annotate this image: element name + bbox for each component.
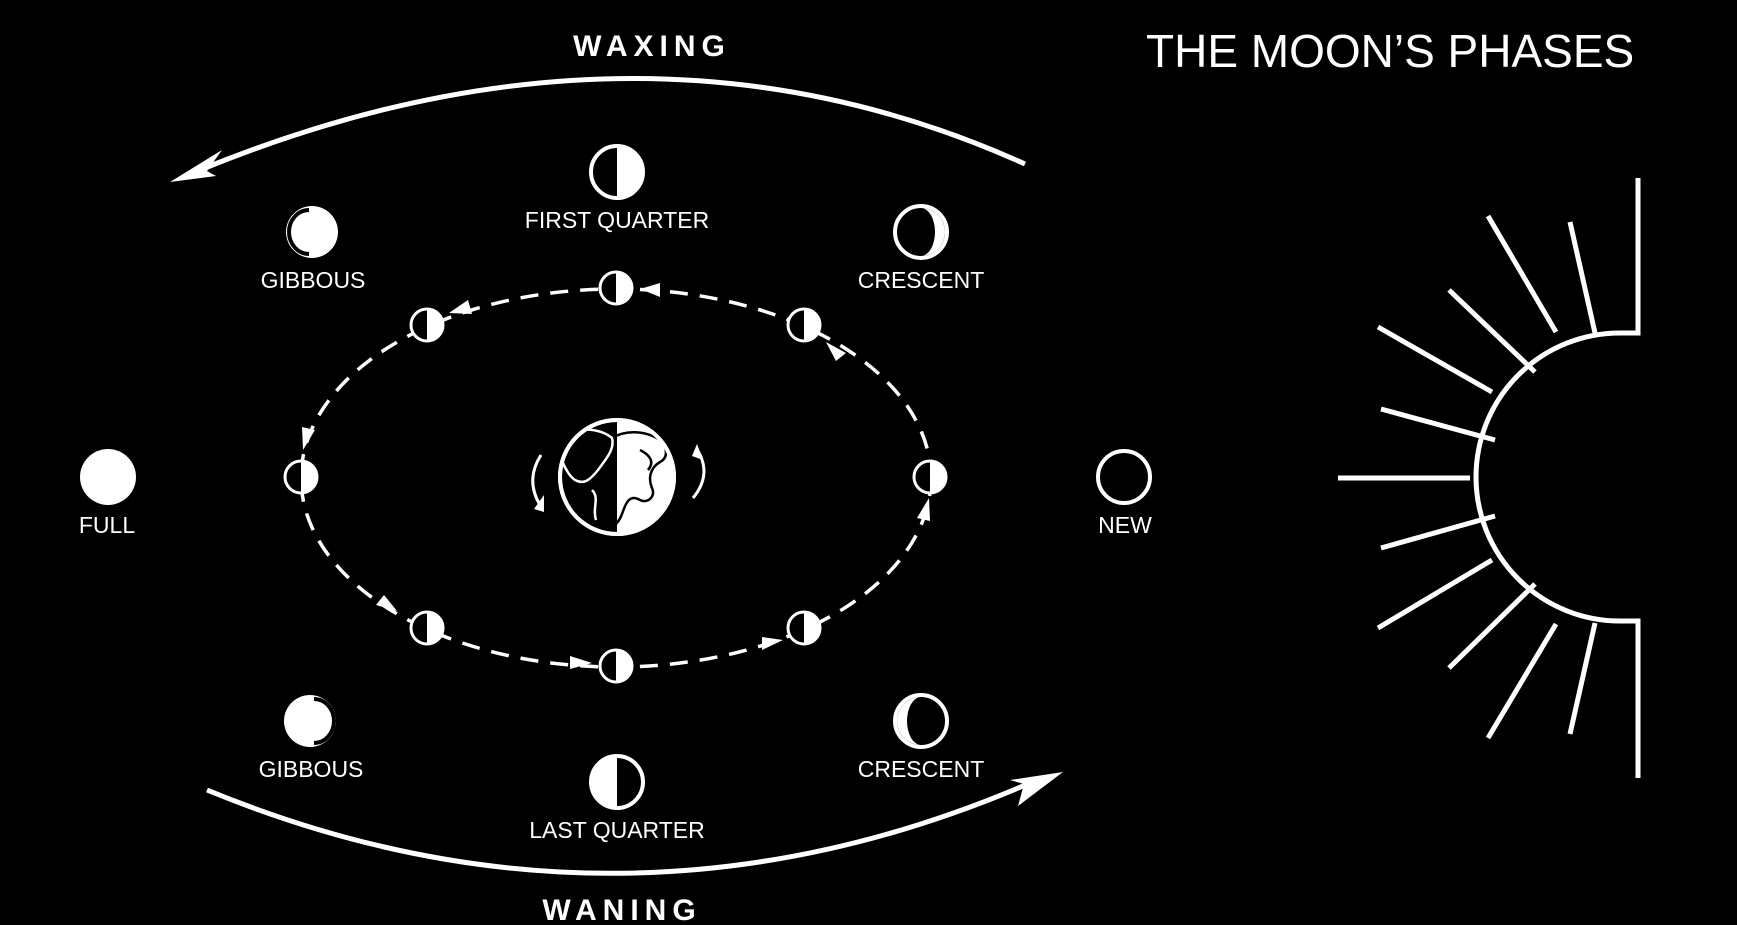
orbit-moon [788, 612, 820, 644]
orbit-moon [411, 309, 443, 341]
new-label: NEW [1098, 512, 1152, 538]
first-quarter-moon-icon [591, 146, 643, 198]
crescent-lower-label: CRESCENT [858, 756, 985, 782]
orbit-moon [411, 612, 443, 644]
last-quarter-label: LAST QUARTER [529, 817, 705, 843]
last-quarter-moon-icon [591, 756, 643, 808]
waning-label: WANING [542, 894, 701, 925]
new-moon-icon [1098, 451, 1150, 503]
gibbous-upper-label: GIBBOUS [261, 267, 366, 293]
sun-icon [1338, 178, 1638, 778]
diagram-title: THE MOON’S PHASES [1146, 25, 1634, 77]
full-moon-icon [80, 449, 136, 505]
first-quarter-label: FIRST QUARTER [525, 207, 709, 233]
earth-globe-icon [559, 415, 679, 540]
waxing-crescent-moon-icon [895, 206, 947, 258]
orbit-moon [285, 461, 317, 493]
orbit-moon [600, 272, 632, 304]
crescent-upper-label: CRESCENT [858, 267, 985, 293]
waning-gibbous-moon-icon [284, 695, 336, 747]
orbit-moon [914, 461, 946, 493]
waning-crescent-moon-icon [895, 695, 947, 747]
gibbous-lower-label: GIBBOUS [259, 756, 364, 782]
waxing-gibbous-moon-icon [286, 206, 338, 258]
orbit-moon [600, 650, 632, 682]
full-label: FULL [79, 512, 135, 538]
waxing-label: WAXING [573, 30, 731, 63]
orbit-moon [788, 309, 820, 341]
